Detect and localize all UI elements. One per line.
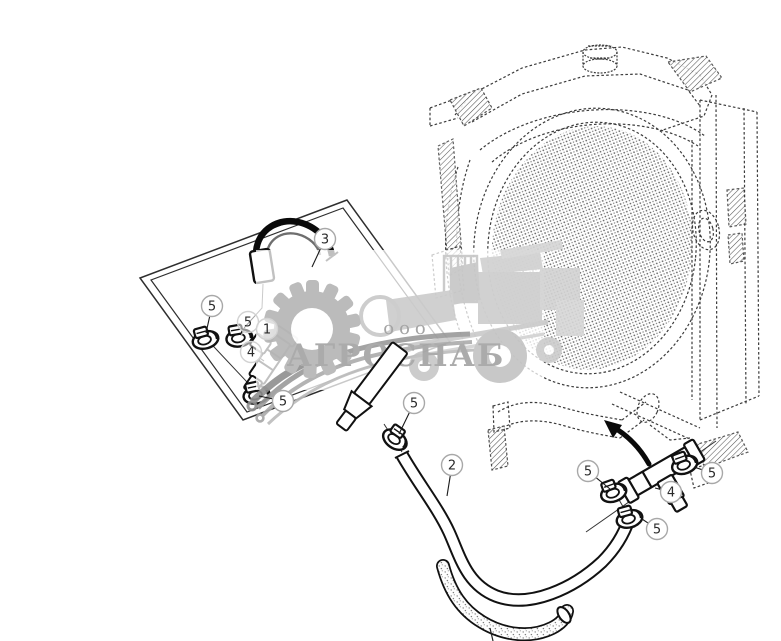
assembly-direction-arrow — [604, 420, 652, 467]
watermark-org-prefix: ооо — [383, 318, 431, 339]
callout-5: 5 — [258, 389, 295, 413]
svg-text:1: 1 — [263, 323, 271, 338]
svg-text:4: 4 — [667, 486, 675, 501]
callout-5: 5 — [576, 459, 611, 490]
part-clamp-5 — [378, 420, 415, 456]
svg-text:4: 4 — [247, 346, 255, 361]
svg-text:5: 5 — [584, 465, 592, 480]
callout-3: 3 — [311, 227, 337, 268]
svg-text:3: 3 — [321, 233, 329, 248]
svg-text:5: 5 — [244, 316, 252, 331]
callout-4: 4 — [239, 340, 265, 364]
part-tube-1 — [335, 341, 408, 432]
callout-5: 5 — [200, 294, 224, 334]
svg-text:5: 5 — [279, 395, 287, 410]
callout-4: 4 — [654, 480, 683, 504]
svg-text:5: 5 — [410, 397, 418, 412]
part-clamp-5 — [612, 501, 646, 532]
callout-5: 5 — [693, 461, 724, 485]
callout-5: 5 — [398, 391, 426, 435]
callout-2: 2 — [440, 453, 464, 497]
t-fitting-cluster — [585, 420, 717, 533]
callout-5: 5 — [641, 517, 669, 541]
callout-1: 1 — [255, 317, 279, 341]
combine-harvester-icon — [359, 240, 584, 383]
part-hose-2 — [394, 450, 637, 607]
svg-text:5: 5 — [708, 467, 716, 482]
part-hose-textured — [436, 559, 574, 641]
svg-text:5: 5 — [653, 523, 661, 538]
callout-5: 5 — [236, 310, 260, 337]
part-clamp-5 — [188, 322, 222, 353]
svg-text:2: 2 — [448, 459, 456, 474]
watermark: ооо АГРОСНАБ — [246, 240, 584, 426]
gear-icon — [263, 280, 361, 379]
svg-text:5: 5 — [208, 300, 216, 315]
